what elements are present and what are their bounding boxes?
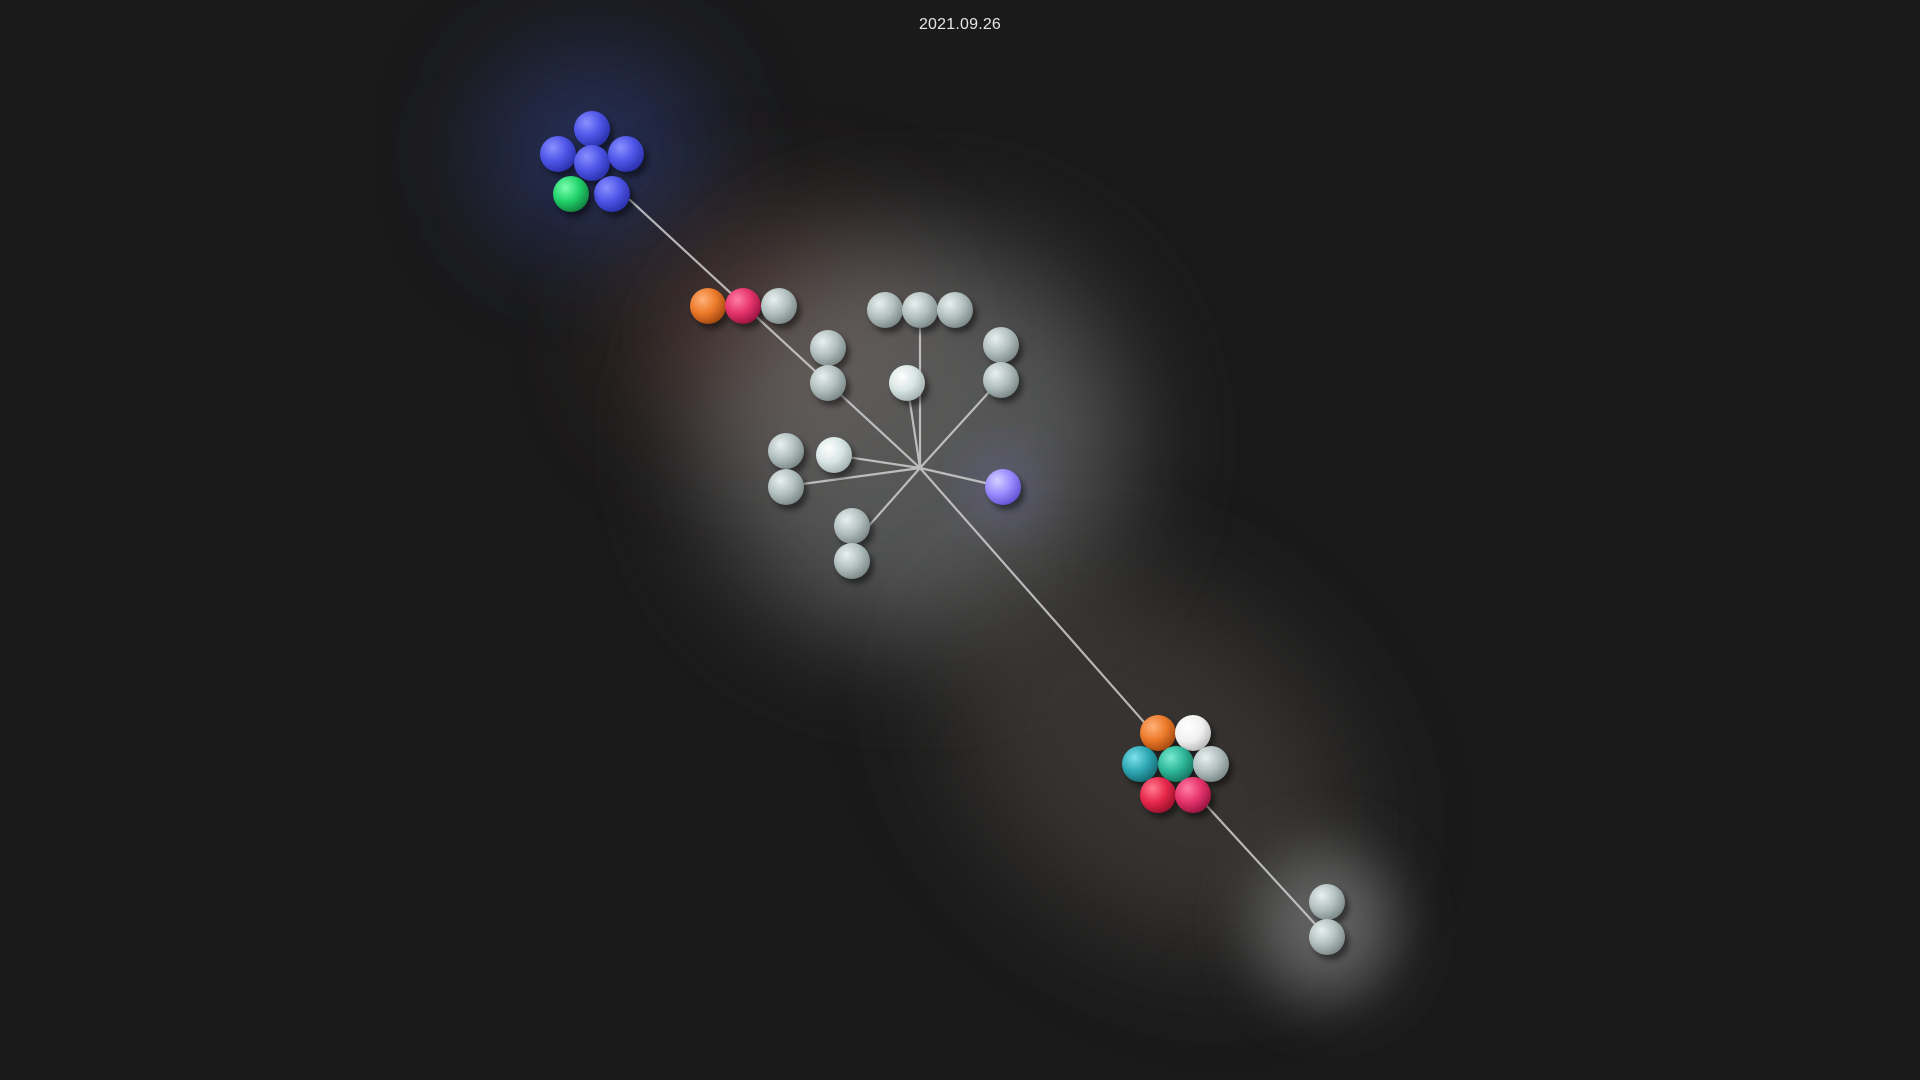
node-blue[interactable] (608, 136, 644, 172)
node-teal[interactable] (1122, 746, 1158, 782)
node-gray[interactable] (768, 433, 804, 469)
edge-hub-to-upper-right-pair (918, 378, 1002, 470)
node-gray[interactable] (937, 292, 973, 328)
node-gray[interactable] (902, 292, 938, 328)
node-blue[interactable] (574, 111, 610, 147)
node-mint[interactable] (1158, 746, 1194, 782)
warm-trio (690, 288, 801, 329)
gray-lower-pair (834, 508, 874, 584)
node-gray[interactable] (834, 543, 870, 579)
gray-top-row (867, 292, 977, 333)
node-orange[interactable] (1140, 715, 1176, 751)
node-orange[interactable] (690, 288, 726, 324)
node-gray[interactable] (810, 365, 846, 401)
node-green[interactable] (553, 176, 589, 212)
gray-bottom-pair (1309, 884, 1349, 960)
node-gray[interactable] (1193, 746, 1229, 782)
node-gray[interactable] (834, 508, 870, 544)
gray-upper-right-pair (983, 327, 1023, 403)
edge-blue-to-hub (628, 198, 922, 470)
edge-mixed-to-bottom-pair (1193, 791, 1329, 939)
node-pink[interactable] (725, 288, 761, 324)
node-gray[interactable] (867, 292, 903, 328)
edge-hub-to-left-pair (786, 466, 922, 488)
node-gray[interactable] (810, 330, 846, 366)
light-center-single (889, 365, 929, 406)
node-white[interactable] (1175, 715, 1211, 751)
blue-cluster (540, 111, 648, 217)
violet-single (985, 469, 1025, 510)
nodes (540, 111, 1349, 960)
node-gray[interactable] (761, 288, 797, 324)
node-violet[interactable] (985, 469, 1021, 505)
node-light[interactable] (816, 437, 852, 473)
node-pink[interactable] (1175, 777, 1211, 813)
node-gray[interactable] (768, 469, 804, 505)
node-light[interactable] (889, 365, 925, 401)
node-gray[interactable] (1309, 884, 1345, 920)
node-gray[interactable] (1309, 919, 1345, 955)
edge-hub-to-mixed (918, 466, 1160, 740)
light-left-single (816, 437, 856, 478)
gray-left-pair (768, 433, 808, 510)
mixed-cluster (1122, 715, 1233, 818)
gray-upper-left-pair (810, 330, 850, 406)
node-blue[interactable] (594, 176, 630, 212)
node-blue[interactable] (574, 145, 610, 181)
node-red[interactable] (1140, 777, 1176, 813)
node-blue[interactable] (540, 136, 576, 172)
node-gray[interactable] (983, 327, 1019, 363)
node-gray[interactable] (983, 362, 1019, 398)
date-label: 2021.09.26 (918, 16, 1002, 33)
